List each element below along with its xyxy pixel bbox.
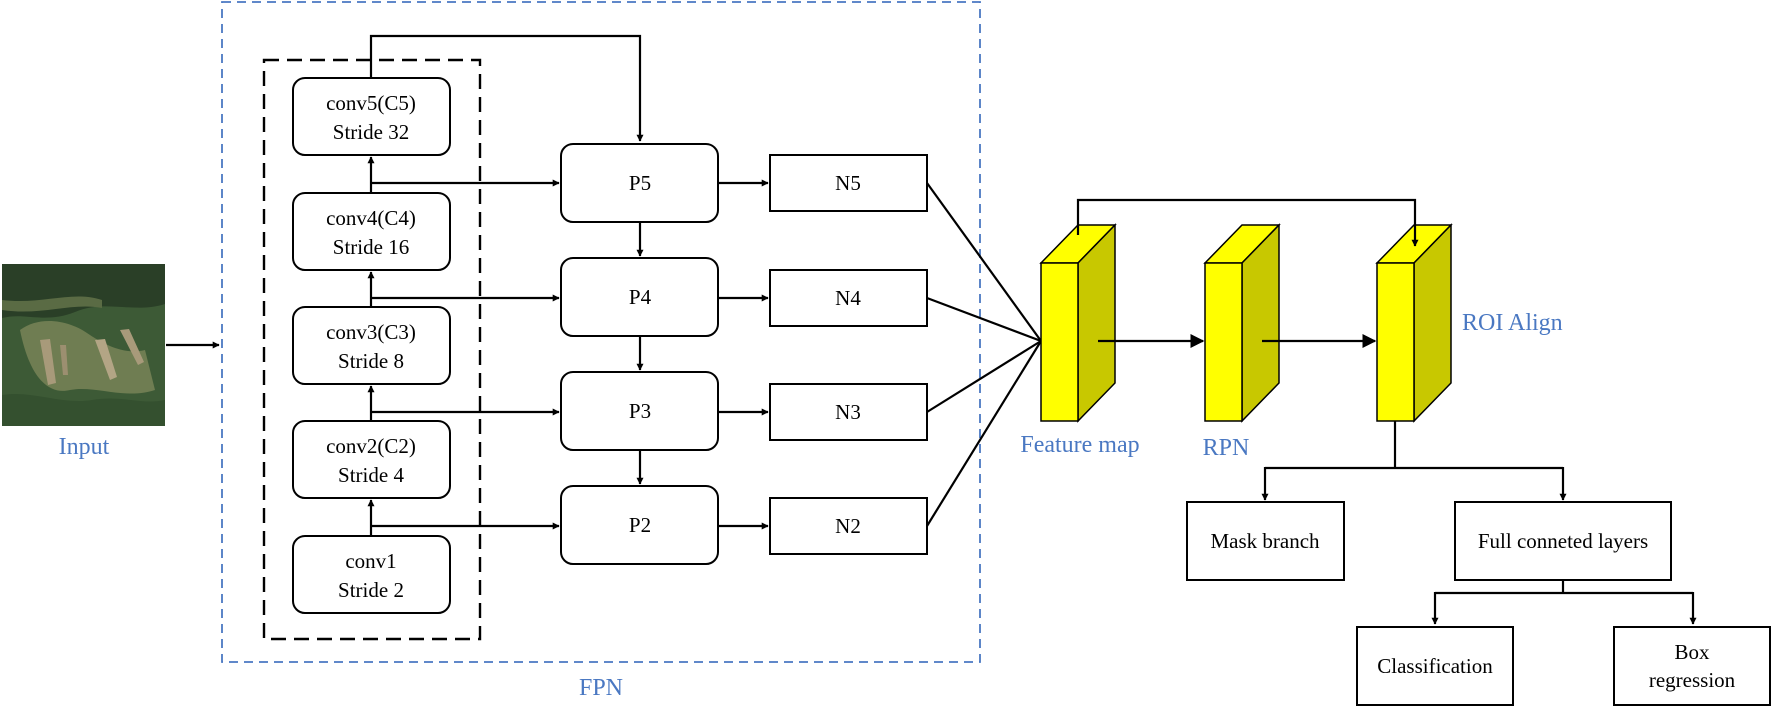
roi-align-label: ROI Align bbox=[1462, 310, 1563, 336]
conv2-stride: Stride 4 bbox=[338, 463, 404, 487]
conv3-stride: Stride 8 bbox=[338, 349, 404, 373]
p2-label: P2 bbox=[629, 513, 651, 537]
fpn-label: FPN bbox=[579, 675, 623, 701]
line-n4-to-feature-map bbox=[926, 296, 1042, 343]
mask-branch-label: Mask branch bbox=[1210, 529, 1320, 553]
p4-node: P4 bbox=[560, 257, 719, 337]
fpn-boundary bbox=[221, 1, 981, 663]
p3-node: P3 bbox=[560, 371, 719, 451]
rpn-block bbox=[1203, 223, 1281, 423]
backbone-conv1: conv1 Stride 2 bbox=[292, 535, 451, 614]
classification-label: Classification bbox=[1377, 654, 1493, 678]
box-regression-node: Box regression bbox=[1613, 626, 1771, 706]
input-label: Input bbox=[59, 434, 110, 460]
rpn-label: RPN bbox=[1203, 435, 1250, 461]
n2-node: N2 bbox=[769, 497, 928, 555]
conv2-name: conv2(C2) bbox=[326, 434, 416, 458]
n4-label: N4 bbox=[835, 286, 861, 310]
fc-layers-label: Full conneted layers bbox=[1478, 529, 1648, 553]
line-n5-to-feature-map bbox=[926, 182, 1042, 342]
classification-node: Classification bbox=[1356, 626, 1514, 706]
n5-node: N5 bbox=[769, 154, 928, 212]
fc-layers-node: Full conneted layers bbox=[1454, 501, 1672, 581]
box-regression-label-line1: Box bbox=[1674, 640, 1710, 664]
skip-feature-map-to-roi-align bbox=[1076, 198, 1419, 247]
n4-node: N4 bbox=[769, 269, 928, 327]
conv5-stride: Stride 32 bbox=[333, 120, 409, 144]
conv4-name: conv4(C4) bbox=[326, 206, 416, 230]
backbone-conv3: conv3(C3) Stride 8 bbox=[292, 306, 451, 385]
input-satellite-image bbox=[2, 264, 165, 426]
p5-label: P5 bbox=[629, 171, 651, 195]
top-c5-to-p5 bbox=[369, 34, 644, 142]
conv5-name: conv5(C5) bbox=[326, 91, 416, 115]
line-n2-to-feature-map bbox=[926, 340, 1042, 527]
p2-node: P2 bbox=[560, 485, 719, 565]
line-n3-to-feature-map bbox=[926, 340, 1042, 413]
backbone-conv2: conv2(C2) Stride 4 bbox=[292, 420, 451, 499]
roi-align-block bbox=[1375, 223, 1453, 423]
conv3-name: conv3(C3) bbox=[326, 320, 416, 344]
backbone-conv5: conv5(C5) Stride 32 bbox=[292, 77, 451, 156]
p3-label: P3 bbox=[629, 399, 651, 423]
feature-map-block bbox=[1039, 223, 1117, 423]
p5-node: P5 bbox=[560, 143, 719, 223]
p4-label: P4 bbox=[629, 285, 652, 309]
conv1-name: conv1 bbox=[345, 549, 396, 573]
backbone-conv4: conv4(C4) Stride 16 bbox=[292, 192, 451, 271]
n3-node: N3 bbox=[769, 383, 928, 441]
n5-label: N5 bbox=[835, 171, 861, 195]
box-regression-label-line2: regression bbox=[1649, 668, 1736, 692]
n3-label: N3 bbox=[835, 400, 861, 424]
feature-map-label: Feature map bbox=[1020, 432, 1139, 458]
n2-label: N2 bbox=[835, 514, 861, 538]
backbone-boundary bbox=[262, 58, 482, 641]
mask-branch-node: Mask branch bbox=[1186, 501, 1345, 581]
conv4-stride: Stride 16 bbox=[333, 235, 409, 259]
conv1-stride: Stride 2 bbox=[338, 578, 404, 602]
